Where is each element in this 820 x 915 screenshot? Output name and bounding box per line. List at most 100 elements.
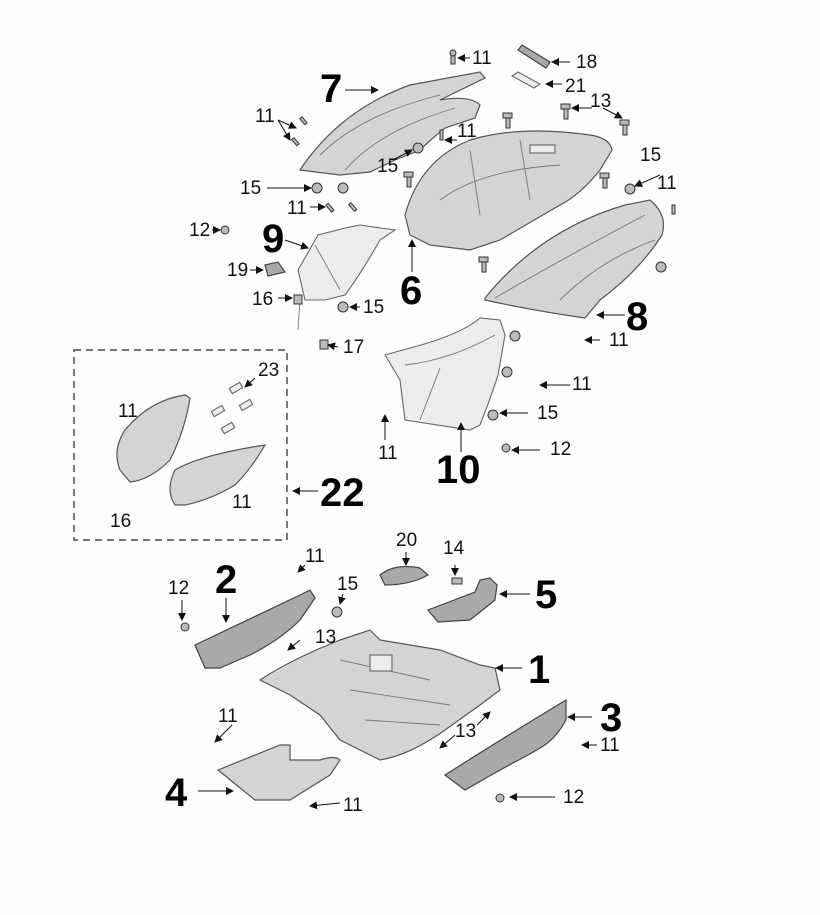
screw-14-icon — [451, 577, 463, 585]
screw-12-icon — [495, 793, 505, 803]
label-ref-21: 21 — [565, 76, 586, 97]
label-part-1: 1 — [528, 648, 550, 692]
part-10-front-panel — [384, 317, 506, 431]
label-ref-11: 11 — [378, 443, 398, 464]
label-ref-12: 12 — [550, 439, 571, 460]
screw-icon — [439, 129, 444, 141]
part-9-inner-panel — [297, 224, 397, 331]
label-ref-11: 11 — [232, 492, 252, 513]
clip-icon — [311, 182, 323, 194]
bolt-icon — [403, 171, 414, 188]
label-ref-15: 15 — [337, 574, 358, 595]
label-part-5: 5 — [535, 573, 557, 617]
small-leaders — [178, 54, 661, 810]
clip-icon — [655, 261, 667, 273]
screw-icon — [347, 201, 358, 213]
label-ref-12: 12 — [189, 220, 210, 241]
label-ref-11: 11 — [457, 121, 477, 142]
label-ref-11: 11 — [472, 48, 492, 69]
label-ref-15: 15 — [363, 297, 384, 318]
clip-icon — [501, 366, 513, 378]
label-ref-11: 11 — [609, 330, 629, 351]
label-part-10: 10 — [436, 448, 481, 492]
label-ref-13: 13 — [590, 91, 611, 112]
label-part-4: 4 — [165, 771, 188, 815]
screw-12-icon — [501, 443, 511, 453]
part-7-rear-cover — [298, 71, 486, 176]
label-ref-11: 11 — [343, 795, 363, 816]
label-ref-11: 11 — [218, 706, 238, 727]
label-part-6: 6 — [400, 269, 422, 313]
part-2-left-rail — [194, 589, 316, 669]
label-ref-11: 11 — [305, 546, 325, 567]
label-part-8: 8 — [626, 295, 648, 339]
label-ref-11: 11 — [287, 198, 307, 219]
bolt-icon — [502, 112, 513, 129]
clip-icon — [412, 142, 424, 154]
part-8-side-panel — [484, 199, 665, 319]
nut-16-icon — [293, 294, 303, 305]
screw-icon — [290, 136, 300, 147]
part-23-clips — [210, 381, 254, 435]
label-ref-11: 11 — [255, 106, 275, 127]
label-ref-12: 12 — [168, 578, 189, 599]
screw-icon — [298, 115, 308, 126]
label-ref-11: 11 — [657, 173, 677, 194]
label-ref-12: 12 — [563, 787, 584, 808]
kit-22-box — [73, 349, 288, 541]
label-part-9: 9 — [262, 217, 284, 261]
screw-12-icon — [220, 225, 230, 235]
label-ref-19: 19 — [227, 260, 248, 281]
label-ref-13: 13 — [455, 721, 476, 742]
part-22-floor-mats — [116, 394, 267, 506]
part-21-bracket — [510, 71, 542, 89]
label-ref-15: 15 — [240, 178, 261, 199]
screw-icon — [671, 204, 676, 215]
clip-icon — [331, 606, 343, 618]
leader-9 — [284, 239, 309, 250]
label-ref-11: 11 — [572, 374, 592, 395]
part-20-pad — [379, 565, 430, 586]
clip-icon — [624, 183, 636, 195]
label-part-2: 2 — [215, 558, 237, 602]
leader-23 — [244, 377, 256, 388]
clip-icon — [337, 182, 349, 194]
screw-icon — [325, 202, 335, 213]
label-part-22: 22 — [320, 471, 365, 515]
bolt-icon — [619, 119, 630, 136]
label-part-3: 3 — [600, 696, 622, 740]
label-ref-14: 14 — [443, 538, 465, 559]
label-ref-17: 17 — [343, 337, 364, 358]
bolt-icon — [478, 256, 489, 273]
nut-17-icon — [319, 339, 329, 350]
part-6-storage-bin — [404, 130, 613, 251]
screw-icon — [449, 49, 457, 65]
clip-icon — [509, 330, 521, 342]
clip-icon — [487, 409, 499, 421]
label-ref-13: 13 — [315, 627, 336, 648]
label-ref-15: 15 — [640, 145, 661, 166]
label-ref-11: 11 — [118, 401, 138, 422]
part-18-grip — [517, 44, 551, 69]
bolt-icon — [560, 103, 571, 120]
bolt-icon — [599, 172, 610, 189]
label-ref-16: 16 — [110, 511, 131, 532]
label-ref-23: 23 — [258, 360, 279, 381]
part-4-lower-panel — [216, 744, 341, 801]
part-1-floor-panel — [258, 629, 501, 761]
clip-icon — [337, 301, 349, 313]
label-ref-15: 15 — [537, 403, 558, 424]
label-ref-11: 11 — [600, 735, 620, 756]
part-19-reflector — [264, 261, 286, 277]
fasteners — [180, 49, 676, 803]
part-5-cover — [427, 577, 498, 623]
label-ref-15: 15 — [377, 156, 398, 177]
label-ref-18: 18 — [576, 52, 597, 73]
label-ref-16: 16 — [252, 289, 273, 310]
screw-12-icon — [180, 622, 190, 632]
label-ref-20: 20 — [396, 530, 417, 551]
part-3-right-rail — [443, 698, 567, 791]
label-part-7: 7 — [320, 67, 342, 111]
